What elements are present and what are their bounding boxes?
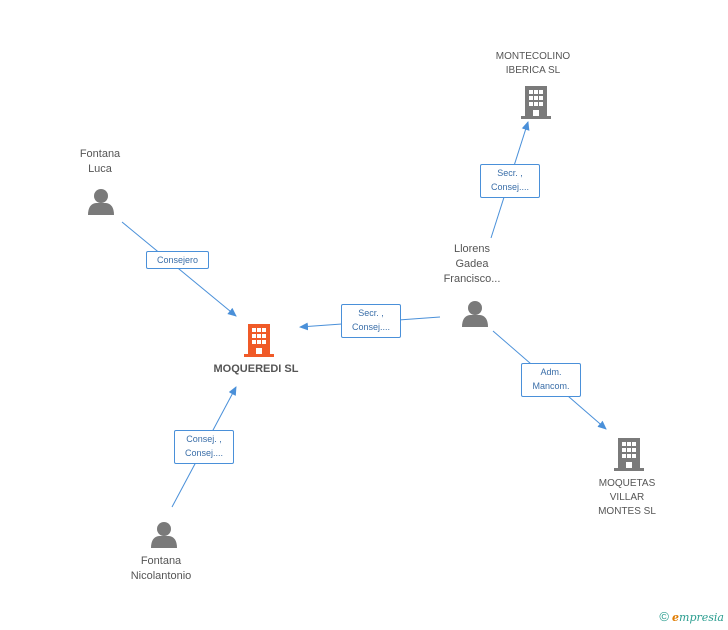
node-label-llorens[interactable]: Llorens Gadea Francisco... [443, 243, 501, 285]
node-label-moqueredi[interactable]: MOQUEREDI SL [213, 363, 299, 375]
person-icon[interactable] [462, 301, 488, 327]
node-label-fontana-luca[interactable]: Fontana Luca [79, 148, 121, 175]
node-label-moquetas[interactable]: MOQUETAS VILLAR MONTES SL [598, 478, 656, 517]
edge-label-consejero[interactable]: Consejero [146, 251, 209, 269]
building-icon[interactable] [521, 86, 551, 119]
building-icon[interactable] [244, 324, 274, 357]
person-icon[interactable] [88, 189, 114, 215]
edge-label-llorens-montecolino[interactable]: Secr. , Consej.... [480, 164, 540, 198]
edge-label-llorens-moquetas[interactable]: Adm. Mancom. [521, 363, 581, 397]
person-icon[interactable] [151, 522, 177, 548]
node-label-fontana-nicolantonio[interactable]: Fontana Nicolantonio [130, 555, 192, 582]
edge-fontana-luca-center [121, 221, 237, 317]
edge-label-fontana-nicolantonio[interactable]: Consej. , Consej.... [174, 430, 234, 464]
copyright-icon: © [659, 609, 669, 624]
empresia-logo: © empresia [659, 609, 724, 624]
building-icon[interactable] [614, 438, 644, 471]
edge-label-llorens-center[interactable]: Secr. , Consej.... [341, 304, 401, 338]
node-label-montecolino[interactable]: MONTECOLINO IBERICA SL [495, 51, 571, 76]
